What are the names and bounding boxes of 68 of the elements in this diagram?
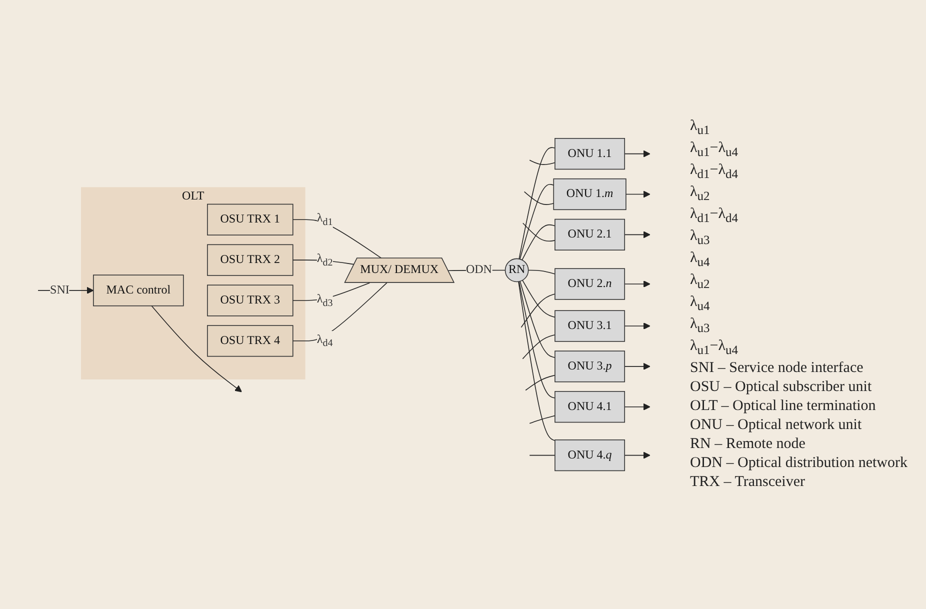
connector-line — [518, 281, 556, 442]
note-text: λ$_{u2}$ — [690, 184, 710, 204]
connector-line — [518, 147, 556, 260]
connector-line — [151, 305, 242, 392]
node-box — [554, 350, 625, 382]
note-text: λ$_{u1}$−λ$_{u4}$ — [690, 140, 738, 160]
node-box — [554, 218, 625, 250]
connector-line — [520, 294, 556, 328]
connector-line — [624, 150, 650, 158]
connector-line — [624, 280, 650, 288]
note-text: SNI – Service node interface — [690, 360, 864, 377]
note-text: λ$_{u3}$ — [690, 316, 710, 336]
edge-label: SNI — [50, 284, 70, 297]
cluster — [81, 187, 306, 380]
connector-line — [520, 280, 556, 358]
node-box — [554, 268, 625, 300]
node-box — [207, 325, 294, 357]
node-box — [554, 138, 625, 170]
connector-line — [292, 219, 382, 259]
connector-line — [522, 334, 556, 360]
node-box — [554, 310, 625, 342]
node-circle — [504, 258, 529, 282]
connector-line — [528, 270, 556, 274]
connector-line — [624, 403, 650, 410]
node-box — [553, 178, 626, 210]
note-text: ODN – Optical distribution network — [690, 455, 908, 472]
note-text: λ$_{u3}$ — [690, 228, 710, 248]
node-box — [554, 391, 625, 423]
connector-line — [525, 374, 556, 391]
connector-line — [522, 280, 556, 318]
note-text: RN – Remote node — [690, 436, 806, 453]
node-box — [93, 274, 184, 306]
connector-line — [529, 160, 556, 165]
connector-line — [292, 282, 388, 342]
connector-line — [522, 224, 556, 260]
node-box — [207, 244, 294, 276]
connector-line — [529, 415, 556, 424]
connector-line — [522, 222, 556, 242]
connector-line — [626, 190, 650, 198]
note-text: λ$_{u1}$−λ$_{u4}$ — [690, 338, 738, 358]
note-text: λ$_{u1}$ — [690, 118, 710, 138]
connector-line — [520, 184, 554, 260]
node-box — [554, 439, 625, 472]
connector-line — [292, 282, 370, 301]
connector-line — [624, 452, 650, 459]
connector-line — [518, 281, 556, 398]
connector-line — [529, 454, 556, 456]
note-text: ONU – Optical network unit — [690, 417, 862, 434]
connector-line — [624, 322, 650, 330]
node-box — [207, 284, 294, 316]
node-box — [207, 204, 294, 236]
edge-label: ODN — [466, 264, 492, 276]
note-text: λ$_{d1}$−λ$_{d4}$ — [690, 162, 738, 182]
note-text: λ$_{d1}$−λ$_{d4}$ — [690, 206, 738, 226]
note-text: λ$_{u4}$ — [690, 294, 710, 314]
edge-label: λ$_{d3}$ — [316, 292, 333, 308]
note-text: OSU – Optical subscriber unit — [690, 379, 872, 396]
note-text: OLT – Optical line termination — [690, 398, 876, 415]
edge-label: λ$_{d2}$ — [316, 252, 333, 268]
connector-line — [524, 191, 554, 205]
note-text: TRX – Transceiver — [690, 474, 805, 491]
note-text: λ$_{u2}$ — [690, 272, 710, 292]
connector-line — [624, 362, 650, 370]
network-diagram: OLT SNI λ$_{d1}$ λ$_{d2}$ λ$_{d3}$ λ$_{d4}$ ODN MAC control OSU TRX 1 OSU TRX 2 OSU TRX 3 OSU TRX 4 MUX/ DEMUX RN ONU 1.1 ONU 1.m ONU 2.1 ONU 2.n ONU 3.1 ONU 3.p ONU 4.1 ONU 4.q — [6, 132, 682, 478]
edge-label: λ$_{d4}$ — [316, 333, 333, 349]
note-text: λ$_{u4}$ — [690, 250, 710, 270]
connector-line — [624, 231, 650, 238]
edge-label: λ$_{d1}$ — [316, 212, 333, 228]
